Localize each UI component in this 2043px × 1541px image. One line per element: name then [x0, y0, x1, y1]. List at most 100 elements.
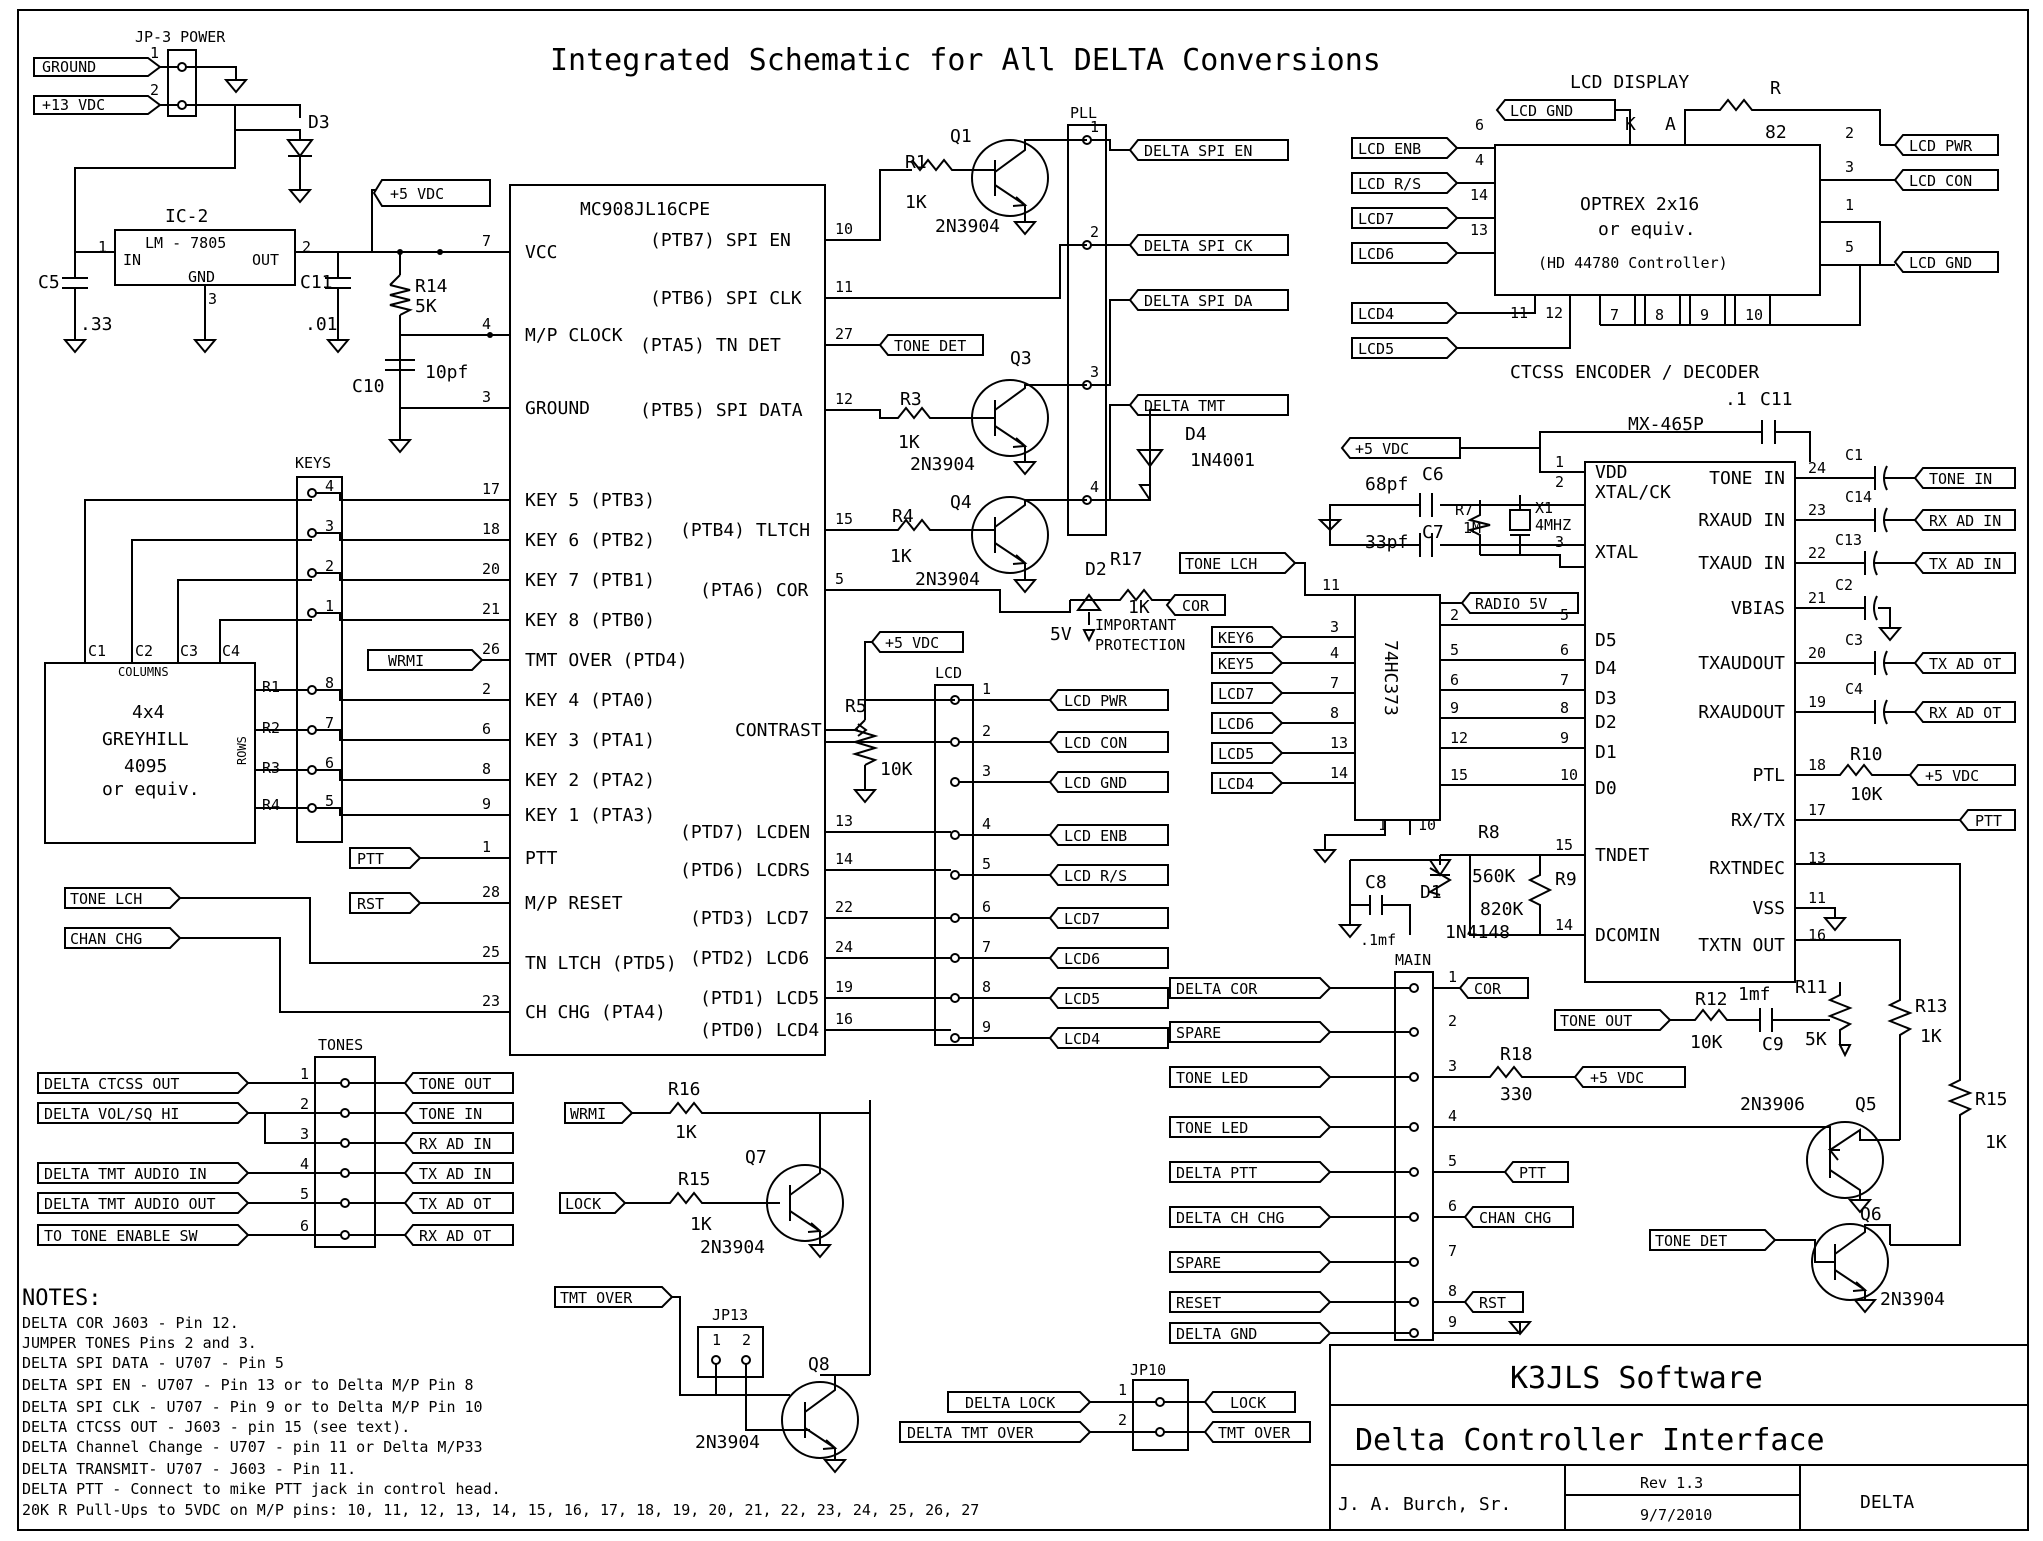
- tones-left-label: DELTA TMT AUDIO IN: [44, 1165, 207, 1183]
- lcd-line3: (HD 44780 Controller): [1538, 254, 1728, 272]
- pll-signal-flag: [1128, 139, 1289, 161]
- main-left-label: RESET: [1176, 1294, 1221, 1312]
- lcd-header-signal-label: LCD4: [1064, 1030, 1100, 1048]
- ctcss-right-pin-num: 11: [1808, 889, 1826, 907]
- lcd-disp-left-signal-flag: [1351, 137, 1459, 159]
- ground-input-flag: [33, 57, 162, 77]
- lcd-top-gnd-flag: [1495, 99, 1616, 121]
- wire: [255, 807, 510, 816]
- lcd-disp-left-pin: 13: [1470, 221, 1488, 239]
- lcd-header-pin-num: 3: [982, 762, 991, 780]
- tones-right-label: TX AD IN: [419, 1165, 491, 1183]
- mcu-right-pin-label: (PTD1) LCD5: [700, 988, 819, 1009]
- mcu-right-pin-num: 16: [835, 1010, 853, 1028]
- lcd-disp-left-pin: 11: [1510, 304, 1528, 322]
- mcu-left-pin-label: KEY 2 (PTA2): [525, 770, 655, 791]
- lcd-disp-right-signal-label: LCD GND: [1909, 254, 1972, 272]
- wire: [316, 492, 510, 501]
- ctcss-chip-name: MX-465P: [1628, 414, 1704, 435]
- lcd-disp-left-signal-flag: [1351, 172, 1459, 194]
- ptt-label: PTT: [357, 850, 384, 868]
- mcu-right-pin-label: (PTD3) LCD7: [690, 908, 809, 929]
- rst-flag: [349, 892, 422, 914]
- pll-pin-num: 1: [1090, 118, 1099, 136]
- lcd-disp-left-signal-flag: [1351, 242, 1459, 264]
- ctcss-ptt-label: PTT: [1975, 812, 2002, 830]
- lcd-line1: OPTREX 2x16: [1580, 194, 1699, 215]
- radio5v-flag: [1460, 592, 1579, 614]
- latch-out-pin-b: 7: [1560, 671, 1569, 689]
- author-name: J. A. Burch, Sr.: [1338, 1494, 1511, 1515]
- d3-label: D3: [308, 112, 330, 133]
- lcd-header-signal-label: LCD ENB: [1064, 827, 1127, 845]
- r7-label: R7: [1455, 501, 1473, 519]
- ctcss-cap-label: C14: [1845, 488, 1872, 506]
- c9-value: 1mf: [1738, 984, 1771, 1005]
- q6-label: Q6: [1860, 1204, 1882, 1225]
- mcu-left-pin-num: 1: [482, 838, 491, 856]
- keypad-row-4: R4: [262, 796, 280, 814]
- r5-value: 10K: [880, 759, 913, 780]
- main-header-label: MAIN: [1395, 951, 1431, 969]
- mcu-left-pin-label: KEY 4 (PTA0): [525, 690, 655, 711]
- sheet-border: [17, 9, 2029, 1531]
- latch-tone-lch-flag: [1179, 552, 1297, 574]
- q8-label: Q8: [808, 1354, 830, 1375]
- main-pin-num: 6: [1448, 1197, 1457, 1215]
- lcd-header-pin-num: 8: [982, 978, 991, 996]
- delta-tmt-over-label: DELTA TMT OVER: [907, 1424, 1034, 1442]
- wire: [255, 769, 510, 781]
- lcd-disp-right-pin: 1: [1845, 196, 1854, 214]
- latch-out-pin: 6: [1450, 671, 1459, 689]
- lcd-disp-left-signal-label: LCD7: [1358, 210, 1394, 228]
- main-pin-num: 1: [1448, 968, 1457, 986]
- r11-label: R11: [1795, 977, 1828, 998]
- title-block: K3JLS Software Delta Controller Interfac…: [1329, 1344, 2029, 1531]
- chan-chg-label: CHAN CHG: [70, 930, 142, 948]
- ctcss-c11-label: C11: [1760, 389, 1793, 410]
- q7-r15-label: R15: [678, 1169, 711, 1190]
- lcd-disp-left-pin: 12: [1545, 304, 1563, 322]
- q5-label: Q5: [1855, 1094, 1877, 1115]
- lcd-header: [934, 684, 974, 1046]
- ctcss-section: CTCSS ENCODER / DECODER MX-465P +5 VDC C…: [1317, 362, 2016, 983]
- ctcss-signal-flag: [1913, 509, 2016, 531]
- keypad-line2: GREYHILL: [102, 729, 189, 750]
- main-left-label: TONE LED: [1176, 1119, 1248, 1137]
- ctcss-signal-flag: [1913, 701, 2016, 723]
- mcu-right-pin-label: (PTD6) LCDRS: [680, 860, 810, 881]
- mcu-left-pin-label: GROUND: [525, 398, 590, 419]
- ctcss-right-pin-num: 20: [1808, 644, 1826, 662]
- lcd-r-label: R: [1770, 78, 1781, 99]
- key-pin-num: 1: [325, 597, 334, 615]
- wrmi-flag: [367, 649, 484, 671]
- ground-input-label: GROUND: [42, 58, 96, 76]
- jp13-header: [697, 1326, 764, 1378]
- tones-left-label: DELTA VOL/SQ HI: [44, 1105, 179, 1123]
- d4-diode: [1106, 409, 1164, 501]
- q8-part: 2N3904: [695, 1432, 760, 1453]
- lcd-disp-bottom-pin: 9: [1700, 306, 1709, 324]
- main-pin-num: 5: [1448, 1152, 1457, 1170]
- wire: [1091, 139, 1130, 151]
- r1-value: 1K: [905, 192, 927, 213]
- lcd-disp-left-pin: 14: [1470, 186, 1488, 204]
- r12-label: R12: [1695, 989, 1728, 1010]
- ctcss-right-pin-num: 19: [1808, 693, 1826, 711]
- delta-tmt-over-flag: [899, 1421, 1092, 1443]
- notes-section: NOTES: DELTA COR J603 - Pin 12.JUMPER TO…: [22, 1286, 979, 1519]
- latch-chip-name: 74HC373: [1380, 640, 1401, 716]
- note-line: DELTA COR J603 - Pin 12.: [22, 1314, 239, 1332]
- protection-note2: PROTECTION: [1095, 636, 1185, 654]
- note-line: JUMPER TONES Pins 2 and 3.: [22, 1334, 257, 1352]
- ctcss-chip: [1584, 461, 1796, 983]
- cor-protection: COR D2 R17 1K 5V IMPORTANT PROTECTION: [825, 549, 1226, 654]
- r7-value: 1M: [1463, 519, 1481, 537]
- mcu-left-pin-label: M/P RESET: [525, 893, 623, 914]
- c6-value: 68pf: [1365, 474, 1408, 495]
- jp13-label: JP13: [712, 1306, 748, 1324]
- latch-out-pin: 9: [1450, 699, 1459, 717]
- ctcss-cap-label: C13: [1835, 531, 1862, 549]
- tones-left-label: DELTA CTCSS OUT: [44, 1075, 179, 1093]
